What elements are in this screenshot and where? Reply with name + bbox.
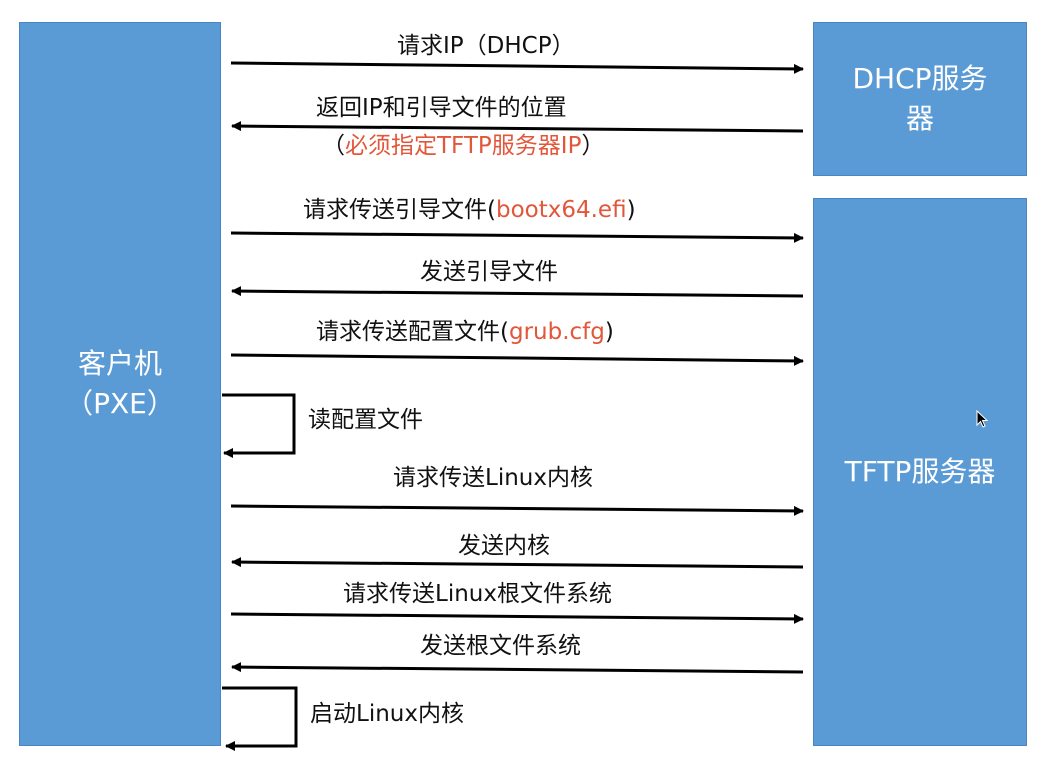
- step-2-note-close: ）: [581, 133, 605, 159]
- step-10-label: 发送根文件系统: [420, 633, 581, 659]
- tftp-label: TFTP服务器: [844, 455, 996, 488]
- step-2-label: 返回IP和引导文件的位置: [316, 95, 567, 121]
- arrow-step-3: [230, 231, 804, 243]
- step-4-label: 发送引导文件: [420, 259, 558, 285]
- arrow-step-5: [230, 353, 804, 366]
- step-1-label: 请求IP（DHCP）: [397, 33, 575, 59]
- arrow-step-8: [231, 557, 804, 569]
- dhcp-label-line1: DHCP服务: [852, 62, 988, 95]
- step-2-note-red: 必须指定TFTP服务器IP: [345, 133, 582, 159]
- arrow-step-6-loop: [222, 393, 296, 458]
- arrow-step-10: [231, 662, 804, 674]
- arrow-step-9: [230, 612, 804, 624]
- client-label-line1: 客户机: [77, 347, 162, 380]
- step-5-close: ): [604, 319, 614, 345]
- step-5-file: grub.cfg: [508, 319, 605, 345]
- step-3-close: ): [626, 197, 636, 223]
- dhcp-label-line2: 器: [905, 102, 934, 135]
- arrow-step-2: [231, 121, 804, 133]
- step-6-label: 读配置文件: [308, 407, 423, 433]
- arrow-step-7: [230, 504, 804, 516]
- step-5-text: 请求传送配置文件(: [316, 319, 509, 345]
- client-pxe-box: 客户机 （PXE）: [19, 22, 221, 746]
- arrow-step-1: [230, 61, 804, 74]
- step-2-note-open: （: [322, 133, 345, 159]
- tftp-server-box: TFTP服务器: [813, 198, 1027, 746]
- dhcp-server-box: DHCP服务 器: [813, 22, 1027, 176]
- step-9-label: 请求传送Linux根文件系统: [343, 581, 612, 607]
- step-5-label: 请求传送配置文件(grub.cfg): [316, 318, 614, 346]
- step-3-label: 请求传送引导文件(bootx64.efi): [303, 196, 636, 224]
- arrow-step-4: [231, 286, 804, 298]
- step-2-note: （必须指定TFTP服务器IP）: [322, 132, 604, 160]
- step-8-label: 发送内核: [458, 533, 550, 559]
- step-11-label: 启动Linux内核: [310, 701, 464, 727]
- step-3-text: 请求传送引导文件(: [303, 197, 496, 223]
- client-label-line2: （PXE）: [65, 387, 175, 420]
- mouse-cursor-icon: [976, 410, 988, 428]
- arrow-step-11-loop: [222, 686, 298, 751]
- step-7-label: 请求传送Linux内核: [393, 465, 593, 491]
- step-3-file: bootx64.efi: [495, 197, 627, 223]
